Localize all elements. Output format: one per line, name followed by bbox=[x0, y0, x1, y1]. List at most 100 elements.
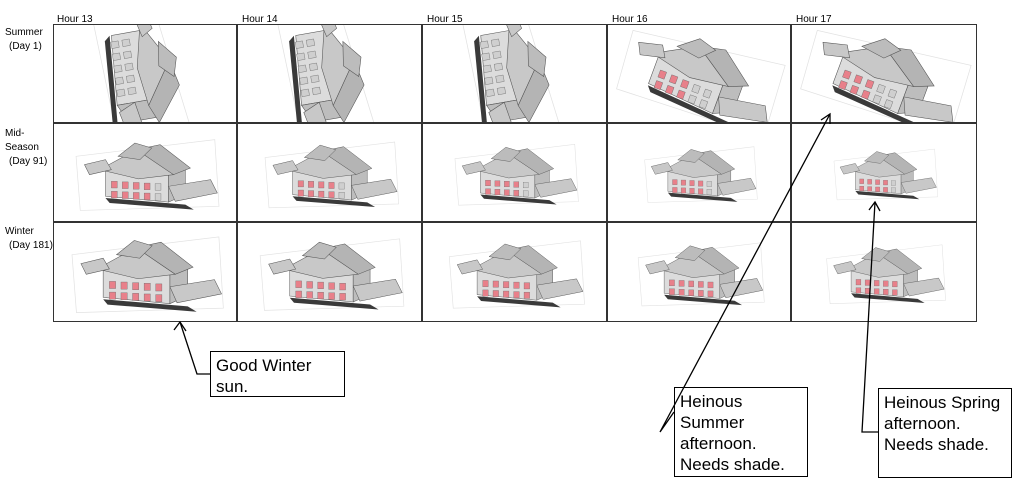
window bbox=[308, 62, 318, 71]
lean-to-roof bbox=[84, 159, 112, 175]
window bbox=[504, 189, 510, 196]
roof-wing bbox=[864, 151, 890, 164]
shading-study-grid bbox=[53, 24, 977, 322]
window bbox=[328, 282, 335, 290]
window bbox=[688, 280, 694, 288]
window bbox=[143, 192, 151, 200]
window bbox=[702, 88, 712, 99]
porch-canopy bbox=[352, 278, 403, 302]
window bbox=[114, 76, 124, 85]
window bbox=[295, 290, 302, 298]
window bbox=[485, 88, 495, 97]
winter-arrow-head bbox=[173, 320, 187, 332]
window bbox=[513, 291, 520, 299]
window bbox=[891, 180, 896, 186]
window bbox=[111, 181, 118, 189]
window bbox=[687, 94, 697, 105]
window bbox=[874, 280, 880, 287]
window bbox=[849, 85, 860, 95]
callout-spring: Heinous Spring afternoon. Needs shade. bbox=[878, 388, 1012, 478]
house-shadow bbox=[104, 35, 118, 122]
window bbox=[494, 189, 501, 196]
window bbox=[306, 281, 313, 289]
window bbox=[876, 84, 886, 94]
render-midseason-hour-16 bbox=[607, 123, 791, 222]
window bbox=[305, 38, 315, 47]
house-rendering bbox=[264, 141, 399, 209]
window bbox=[328, 182, 335, 189]
window bbox=[523, 182, 529, 189]
window bbox=[328, 292, 335, 300]
window bbox=[513, 181, 520, 188]
window bbox=[317, 292, 324, 300]
window bbox=[496, 86, 506, 95]
lean-to-roof bbox=[638, 42, 666, 59]
render-summer-hour-13 bbox=[53, 24, 237, 123]
window bbox=[672, 179, 678, 185]
window bbox=[874, 288, 880, 295]
roof-wing bbox=[301, 241, 337, 260]
window bbox=[678, 280, 685, 287]
lean-to-roof bbox=[822, 42, 850, 59]
roof-side bbox=[698, 45, 750, 87]
window bbox=[154, 193, 162, 201]
window bbox=[338, 192, 345, 199]
roof-side bbox=[877, 152, 918, 175]
window bbox=[109, 291, 116, 300]
house-rendering bbox=[454, 144, 579, 206]
ground-guide bbox=[274, 25, 381, 122]
porch-canopy bbox=[169, 279, 222, 304]
house-rendering bbox=[826, 244, 946, 304]
roof-side bbox=[332, 59, 365, 122]
window bbox=[883, 187, 888, 193]
hour-label-15: Hour 15 bbox=[427, 14, 463, 25]
window bbox=[492, 280, 499, 288]
porch-canopy bbox=[168, 179, 218, 202]
porch-canopy bbox=[119, 101, 151, 122]
window bbox=[121, 38, 131, 47]
render-summer-hour-16 bbox=[607, 24, 791, 123]
hour-label-16: Hour 16 bbox=[612, 14, 648, 25]
roof-wing bbox=[490, 147, 521, 162]
house-shadow bbox=[103, 299, 197, 312]
roof-wing bbox=[117, 142, 153, 160]
roof-side bbox=[135, 241, 194, 275]
window bbox=[133, 192, 140, 200]
porch-canopy bbox=[903, 96, 954, 122]
window bbox=[875, 179, 880, 185]
window bbox=[109, 281, 116, 289]
window bbox=[707, 281, 714, 289]
render-winter-hour-13 bbox=[53, 222, 237, 322]
window bbox=[680, 179, 686, 186]
roof-wing bbox=[676, 38, 717, 59]
window bbox=[143, 182, 151, 190]
roof-wing bbox=[488, 243, 522, 261]
window bbox=[297, 189, 304, 197]
callout-summer: Heinous Summer afternoon. Needs shade. bbox=[674, 387, 808, 477]
window bbox=[678, 289, 685, 296]
window bbox=[306, 291, 313, 299]
house-rendering bbox=[71, 236, 224, 313]
window bbox=[479, 40, 489, 49]
roof-wing bbox=[303, 144, 337, 161]
lean-to-roof bbox=[461, 161, 486, 175]
window bbox=[123, 50, 133, 59]
ground-guide bbox=[75, 139, 220, 211]
window bbox=[297, 180, 304, 188]
window bbox=[308, 181, 314, 188]
window bbox=[494, 180, 501, 187]
house-shadow bbox=[289, 35, 303, 122]
row-label-midseason: Mid- Season (Day 91) bbox=[5, 127, 55, 169]
porch-canopy bbox=[534, 178, 578, 198]
row-label-midseason-line2: Season bbox=[5, 142, 39, 153]
roof-wing bbox=[115, 240, 153, 259]
window bbox=[892, 289, 898, 296]
window bbox=[883, 289, 889, 295]
house-rendering bbox=[800, 29, 972, 122]
roof-side bbox=[505, 245, 558, 275]
window bbox=[838, 80, 848, 90]
window bbox=[482, 280, 489, 287]
window bbox=[706, 189, 712, 195]
window bbox=[698, 188, 704, 195]
window bbox=[698, 99, 709, 109]
